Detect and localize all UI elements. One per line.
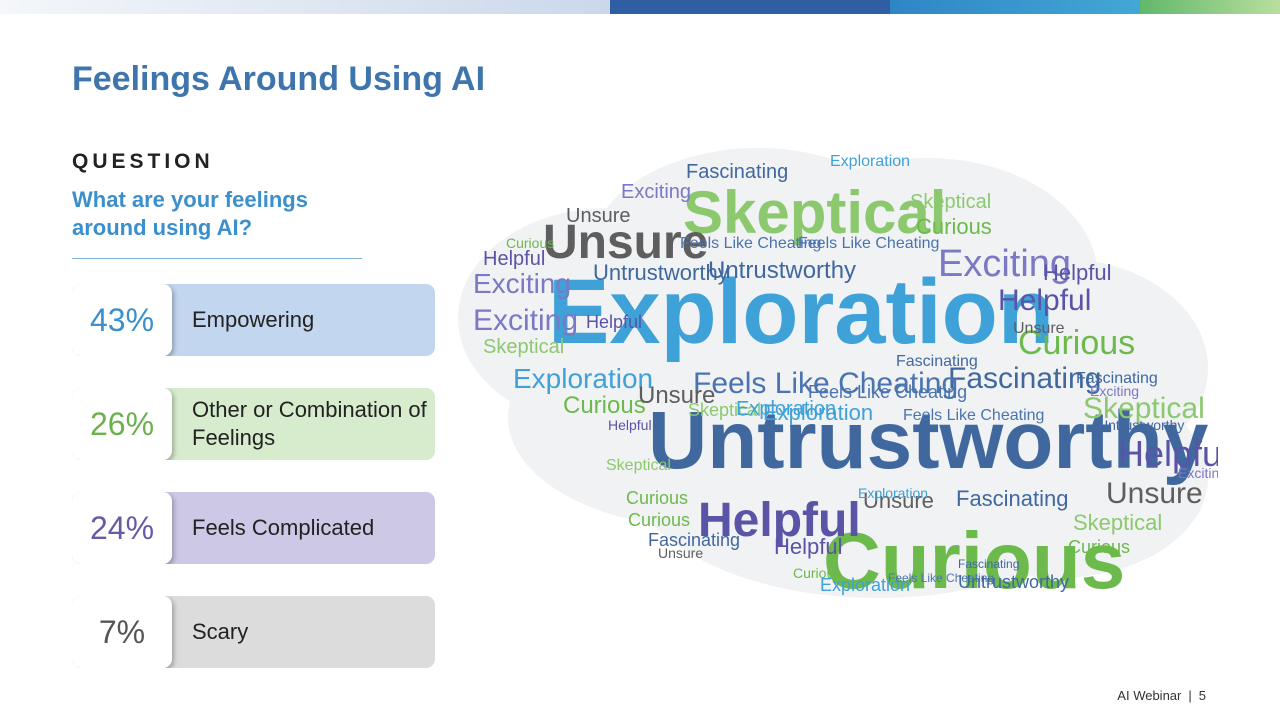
cloud-word: Fascinating: [958, 557, 1019, 571]
cloud-word: Fascinating: [1076, 370, 1158, 387]
result-percent: 7%: [72, 596, 172, 668]
cloud-word: Untrustworthy: [958, 572, 1069, 592]
cloud-word: Fascinating: [648, 530, 740, 550]
cloud-word: Exciting: [473, 304, 578, 337]
question-text: What are your feelings around using AI?: [72, 187, 308, 240]
cloud-word: Curious: [793, 565, 841, 581]
cloud-word: Unsure: [543, 216, 708, 269]
cloud-word: Exciting: [1178, 465, 1218, 481]
cloud-word: Unsure: [1013, 320, 1065, 337]
cloud-word: Untrustworthy: [1098, 417, 1184, 433]
result-card-other: 26% Other or Combination of Feelings: [72, 388, 435, 460]
cloud-word: Exploration: [858, 485, 928, 501]
page-number: 5: [1198, 688, 1206, 703]
result-percent: 26%: [72, 388, 172, 460]
cloud-word: Exploration: [736, 398, 836, 420]
result-card-empowering: 43% Empowering: [72, 284, 435, 356]
result-label: Feels Complicated: [192, 515, 375, 540]
cloud-word: Curious: [628, 510, 690, 530]
result-label: Other or Combination of Feelings: [192, 397, 427, 450]
cloud-word: Helpful: [586, 312, 642, 332]
result-card-scary: 7% Scary: [72, 596, 435, 668]
cloud-word: Helpful: [998, 284, 1091, 317]
cloud-word: Helpful: [1118, 433, 1218, 474]
cloud-word: Unsure: [638, 382, 715, 409]
cloud-words: ExplorationUntrustworthyCuriousSkeptical…: [473, 153, 1218, 605]
cloud-word: Unsure: [863, 488, 934, 513]
cloud-word: Helpful: [608, 417, 652, 433]
cloud-word: Feels Like Cheating: [808, 382, 967, 402]
cloud-word: Feels Like Cheating: [798, 235, 939, 252]
cloud-word: Fascinating: [956, 486, 1069, 511]
result-percent: 43%: [72, 284, 172, 356]
result-card-complicated: 24% Feels Complicated: [72, 492, 435, 564]
divider: [72, 258, 362, 259]
cloud-word: Curious: [916, 214, 992, 239]
footer-label: AI Webinar: [1117, 688, 1182, 703]
cloud-word: Feels Like Cheating: [693, 367, 958, 400]
cloud-background: [458, 148, 1208, 598]
cloud-word: Exciting: [938, 243, 1071, 285]
footer: AI Webinar | 5: [1117, 688, 1206, 703]
top-bar-segment-blue: [890, 0, 1140, 14]
top-bar-segment-navy: [610, 0, 890, 14]
footer-separator: |: [1188, 688, 1192, 703]
cloud-word: Fascinating: [896, 353, 978, 370]
cloud-word: Exciting: [1090, 383, 1139, 399]
cloud-word: Untrustworthy: [708, 257, 856, 284]
cloud-word: Exploration: [830, 153, 910, 170]
cloud-word: Unsure: [658, 545, 703, 561]
cloud-word: Exploration: [548, 261, 1054, 363]
word-cloud: ExplorationUntrustworthyCuriousSkeptical…: [458, 148, 1218, 605]
cloud-word: Unsure: [1106, 477, 1203, 510]
cloud-word: Exploration: [513, 363, 653, 394]
slide-title: Feelings Around Using AI: [72, 60, 486, 98]
cloud-word: Skeptical: [683, 179, 946, 246]
top-bar-segment-green: [1140, 0, 1280, 14]
result-label: Scary: [192, 619, 249, 644]
cloud-word: Feels Like Cheating: [903, 407, 1044, 424]
cloud-word: Untrustworthy: [648, 395, 1209, 486]
cloud-word: Helpful: [698, 494, 861, 547]
cloud-word: Skeptical: [1073, 510, 1162, 535]
result-label: Empowering: [192, 307, 315, 332]
cloud-word: Fascinating: [948, 362, 1101, 395]
cloud-word: Fascinating: [686, 161, 788, 183]
cloud-word: Untrustworthy: [593, 260, 729, 285]
cloud-word: Exciting: [473, 268, 571, 299]
cloud-word: Curious: [1068, 537, 1130, 557]
cloud-word: Unsure: [566, 205, 630, 227]
top-accent-bar: [0, 0, 1280, 14]
cloud-word: Exploration: [763, 400, 873, 425]
cloud-word: Skeptical: [1083, 392, 1205, 425]
result-percent: 24%: [72, 492, 172, 564]
cloud-word: Curious: [563, 392, 646, 419]
cloud-word: Skeptical: [483, 336, 564, 358]
cloud-word: Feels Like Cheating: [680, 235, 821, 252]
top-bar-segment-light: [0, 0, 610, 14]
cloud-word: Exciting: [621, 181, 691, 203]
cloud-word: Curious: [626, 488, 688, 508]
cloud-word: Curious: [823, 516, 1125, 605]
cloud-word: Curious: [1018, 324, 1135, 362]
cloud-word: Helpful: [774, 534, 842, 559]
cloud-word: Feels Like Cheating: [888, 571, 994, 585]
cloud-word: Exploration: [820, 575, 910, 595]
cloud-word: Skeptical: [606, 457, 671, 474]
cloud-word: Skeptical: [910, 191, 991, 213]
cloud-word: Skeptical: [688, 400, 761, 420]
cloud-word: Helpful: [1043, 260, 1111, 285]
question-label: QUESTION: [72, 150, 214, 173]
cloud-word: Curious: [506, 235, 554, 251]
cloud-word: Helpful: [483, 248, 545, 270]
